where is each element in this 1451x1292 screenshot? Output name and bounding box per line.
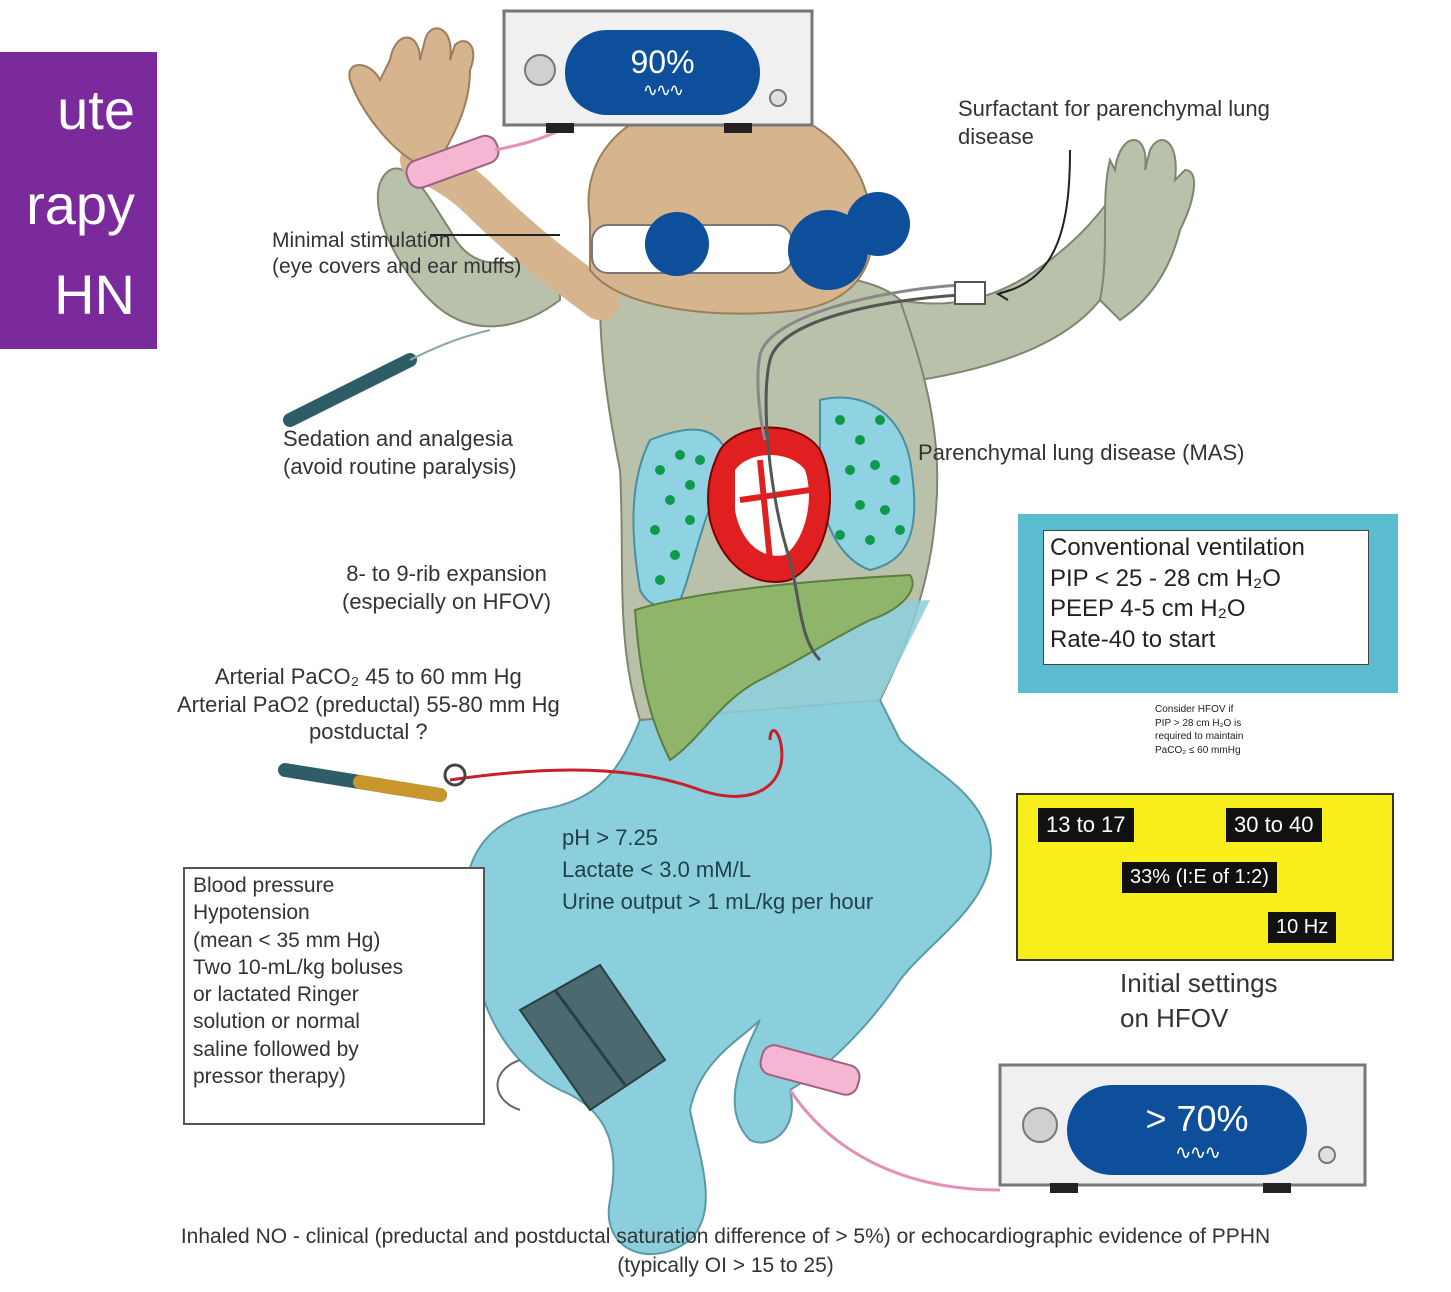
blood-pressure-box: Blood pressure Hypotension (mean < 35 mm… [183,867,485,1125]
hfov-note-line-3: required to maintain [1155,730,1243,744]
title-box: ute rapy HN [0,52,157,349]
title-line-2: rapy [26,177,135,233]
hfov-tag-33pct: 33% (I:E of 1:2) [1122,862,1277,893]
title-line-1: ute [57,82,135,138]
sedation-label: Sedation and analgesia (avoid routine pa… [283,425,517,480]
cv-line-3: PEEP 4-5 cm H₂O [1050,594,1362,625]
hfov-tag-10hz: 10 Hz [1268,912,1336,943]
targets-line-3: Urine output > 1 mL/kg per hour [562,886,873,918]
parenchymal-label: Parenchymal lung disease (MAS) [918,439,1244,467]
arterial-gas-label: Arterial PaCO₂ 45 to 60 mm Hg Arterial P… [177,663,560,746]
bp-line-1: Blood pressure [193,872,475,899]
rib-expansion-line-2: (especially on HFOV) [342,588,551,616]
cv-line-1: Conventional ventilation [1050,533,1362,564]
title-line-3: HN [54,267,135,323]
initial-settings-line-2: on HFOV [1120,1001,1278,1036]
hfov-tag-30-40: 30 to 40 [1226,808,1322,842]
hfov-tag-13-17: 13 to 17 [1038,808,1134,842]
top-monitor-value: 90% [565,44,760,81]
bottom-caption-line-1: Inhaled NO - clinical (preductal and pos… [0,1222,1451,1251]
targets-label: pH > 7.25 Lactate < 3.0 mM/L Urine outpu… [562,822,873,918]
bottom-monitor-wave: ∿∿∿ [1067,1140,1327,1165]
top-monitor-wave: ∿∿∿ [565,80,760,101]
bottom-monitor-value: > 70% [1067,1098,1327,1140]
initial-settings-line-1: Initial settings [1120,966,1278,1001]
sedation-syringe [290,330,490,420]
sedation-line-1: Sedation and analgesia [283,425,517,453]
bp-line-8: pressor therapy) [193,1063,475,1090]
arterial-line-1: Arterial PaCO₂ 45 to 60 mm Hg [177,663,560,691]
targets-line-1: pH > 7.25 [562,822,873,854]
sedation-line-2: (avoid routine paralysis) [283,453,517,481]
bp-line-6: solution or normal [193,1008,475,1035]
bp-line-3: (mean < 35 mm Hg) [193,927,475,954]
arterial-line-3: postductal ? [177,718,560,746]
bp-line-4: Two 10-mL/kg boluses [193,954,475,981]
hfov-note-line-1: Consider HFOV if [1155,703,1243,717]
bottom-caption-line-2: (typically OI > 15 to 25) [0,1251,1451,1280]
hfov-note-line-4: PaCO₂ ≤ 60 mmHg [1155,744,1243,758]
blood-gas-syringe [285,765,465,795]
surfactant-line-1: Surfactant for parenchymal lung [958,95,1270,123]
rib-expansion-label: 8- to 9-rib expansion (especially on HFO… [342,560,551,615]
rib-expansion-line-1: 8- to 9-rib expansion [342,560,551,588]
minimal-stimulation-line-1: Minimal stimulation [272,228,521,254]
minimal-stimulation-label: Minimal stimulation (eye covers and ear … [272,228,521,281]
minimal-stimulation-line-2: (eye covers and ear muffs) [272,254,521,280]
bp-line-2: Hypotension [193,899,475,926]
bp-line-5: or lactated Ringer [193,981,475,1008]
surfactant-label: Surfactant for parenchymal lung disease [958,95,1270,150]
cv-line-4: Rate-40 to start [1050,625,1362,656]
conventional-ventilation-box: Conventional ventilation PIP < 25 - 28 c… [1043,530,1369,665]
arterial-line-2: Arterial PaO2 (preductal) 55-80 mm Hg [177,691,560,719]
hfov-note: Consider HFOV if PIP > 28 cm H₂O is requ… [1155,703,1243,757]
surfactant-line-2: disease [958,123,1270,151]
initial-settings-label: Initial settings on HFOV [1120,966,1278,1036]
cv-line-2: PIP < 25 - 28 cm H₂O [1050,564,1362,595]
hfov-note-line-2: PIP > 28 cm H₂O is [1155,717,1243,731]
bottom-caption: Inhaled NO - clinical (preductal and pos… [0,1222,1451,1281]
bp-line-7: saline followed by [193,1036,475,1063]
targets-line-2: Lactate < 3.0 mM/L [562,854,873,886]
right-hand [1100,140,1194,320]
